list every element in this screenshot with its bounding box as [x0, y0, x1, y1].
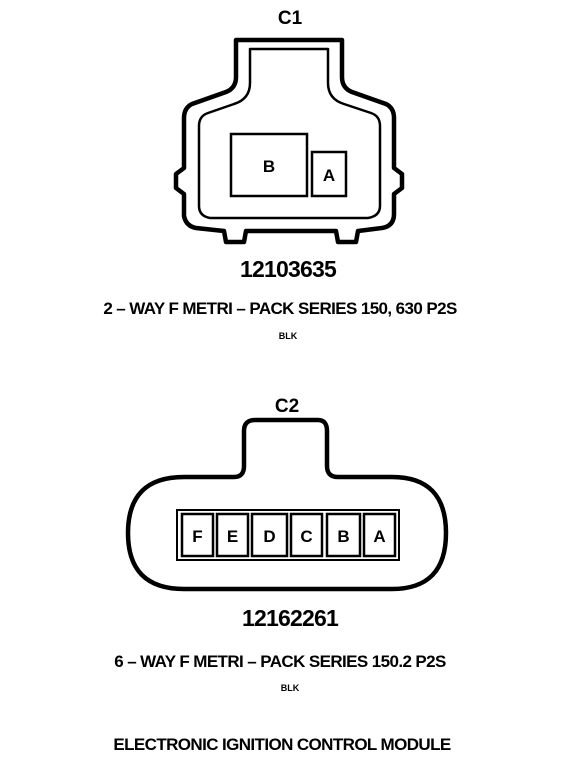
- connector-c2-pin-f: F: [192, 527, 202, 546]
- connector-c2-pin-a: A: [373, 527, 385, 546]
- connector-c2-color: BLK: [281, 683, 300, 693]
- connector-c2-pin-d: D: [263, 527, 275, 546]
- connector-c1-color: BLK: [279, 331, 298, 341]
- connector-c1-cavity-a: [310, 150, 348, 198]
- connector-c1-label: C1: [278, 8, 303, 29]
- connector-c2-description: 6 – WAY F METRI – PACK SERIES 150.2 P2S: [114, 652, 446, 671]
- connector-c2-cavity-frame: [176, 509, 400, 561]
- connector-c2-housing: [125, 417, 449, 592]
- connector-c2-cavity-a: [362, 512, 397, 558]
- connector-c2-cavities: F E D C B A: [180, 512, 397, 558]
- connector-c2-cavity-d: [250, 512, 289, 558]
- connector-c1-housing: [173, 37, 405, 245]
- connector-c2-cavity-f: [180, 512, 215, 558]
- connector-c2-cavity-c: [289, 512, 324, 558]
- connector-c2-pin-c: C: [300, 527, 312, 546]
- connector-c2-label: C2: [275, 396, 299, 417]
- connector-c1-inner-outline: [197, 47, 382, 220]
- connector-c2-cavity-e: [215, 512, 250, 558]
- connector-c2-pin-e: E: [227, 527, 238, 546]
- connector-c1-part-number: 12103635: [240, 256, 337, 282]
- connector-c1-pin-a: A: [323, 166, 335, 185]
- connector-c2-part-number: 12162261: [242, 605, 339, 631]
- connector-c1-description: 2 – WAY F METRI – PACK SERIES 150, 630 P…: [103, 299, 457, 318]
- connector-c2-pin-b: B: [337, 527, 349, 546]
- connector-c2: C2 F E D C B A 12162261 6 – WAY F METRI …: [114, 396, 449, 693]
- module-title: ELECTRONIC IGNITION CONTROL MODULE: [113, 735, 450, 754]
- connector-c2-cavity-b: [325, 512, 362, 558]
- connector-c1-cavity-b: [229, 132, 309, 198]
- connector-c1-pin-b: B: [263, 157, 275, 176]
- connector-c1: C1 B A 12103635 2 – WAY F METRI – PACK S…: [103, 8, 457, 341]
